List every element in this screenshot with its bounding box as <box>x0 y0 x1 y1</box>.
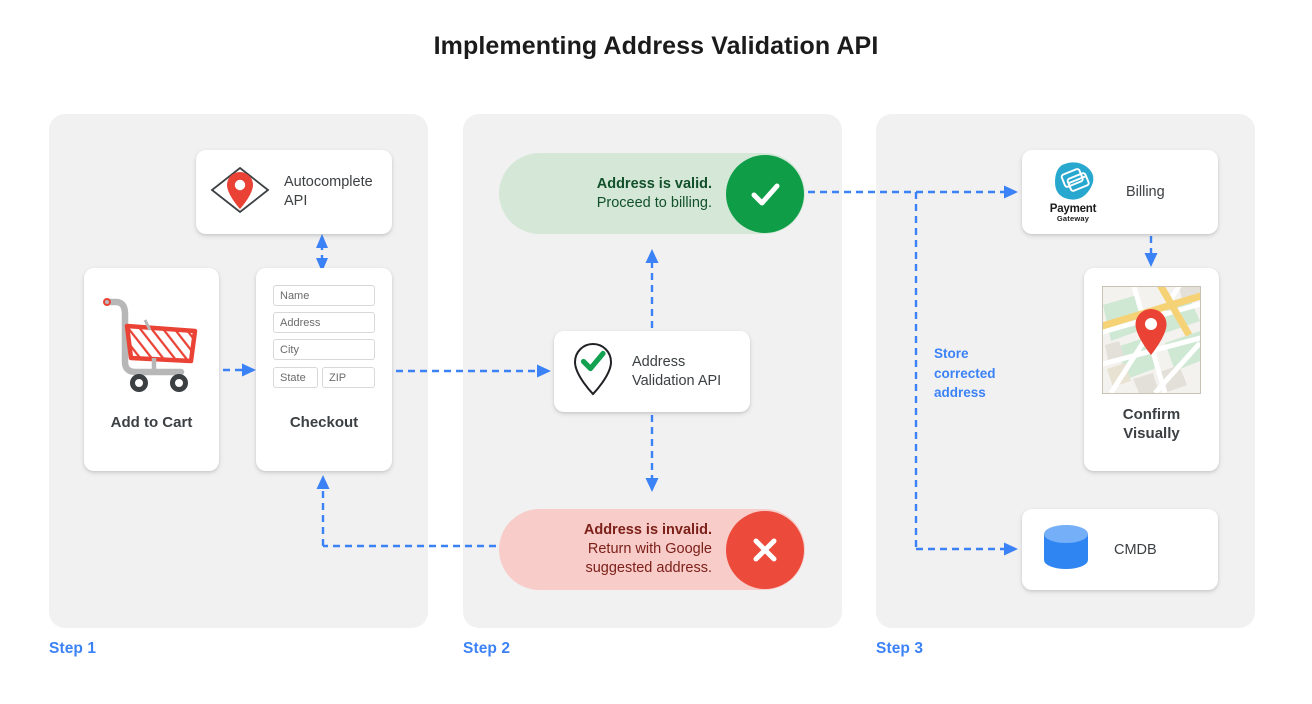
address-validation-api-label: Address Validation API <box>632 353 722 389</box>
address-valid-text: Address is valid. Proceed to billing. <box>596 175 712 211</box>
step-3-label: Step 3 <box>876 640 924 657</box>
autocomplete-api-label: Autocomplete API <box>284 174 373 209</box>
address-invalid-pill: Address is invalid. Return with Google s… <box>499 509 805 590</box>
close-x-icon <box>726 510 804 589</box>
shopping-cart-icon <box>97 290 207 403</box>
cmdb-card[interactable]: CMDB <box>1022 509 1218 590</box>
billing-label: Billing <box>1126 184 1165 200</box>
database-cylinder-icon <box>1040 522 1092 577</box>
confirm-visually-label: Confirm Visually <box>1122 406 1181 442</box>
billing-card[interactable]: Payment Gateway Billing <box>1022 150 1218 234</box>
autocomplete-api-card[interactable]: Autocomplete API <box>196 150 392 234</box>
add-to-cart-label: Add to Cart <box>110 414 193 431</box>
payment-gateway-name: Payment <box>1049 203 1097 215</box>
zip-field[interactable]: ZIP <box>322 367 375 388</box>
payment-gateway-sub: Gateway <box>1056 214 1090 223</box>
map-pin-on-map-icon <box>206 160 274 225</box>
page-title: Implementing Address Validation API <box>433 32 879 60</box>
checkout-label: Checkout <box>289 414 359 431</box>
payment-gateway-icon: Payment Gateway <box>1036 161 1110 223</box>
map-thumbnail-icon <box>1102 286 1201 394</box>
state-field[interactable]: State <box>273 367 318 388</box>
address-field[interactable]: Address <box>273 312 375 333</box>
confirm-visually-card[interactable]: Confirm Visually <box>1084 268 1219 471</box>
cmdb-label: CMDB <box>1114 541 1157 558</box>
address-invalid-text: Address is invalid. Return with Google s… <box>583 522 712 576</box>
step-1-label: Step 1 <box>49 640 97 657</box>
city-field[interactable]: City <box>273 339 375 360</box>
name-field[interactable]: Name <box>273 285 375 306</box>
add-to-cart-card[interactable]: Add to Cart <box>84 268 219 471</box>
pin-with-check-icon <box>568 340 618 403</box>
step-2-label: Step 2 <box>463 640 511 657</box>
checkout-card[interactable]: Name Address City State ZIP Checkout <box>256 268 392 471</box>
address-valid-pill: Address is valid. Proceed to billing. <box>499 153 805 234</box>
store-corrected-address-note: Store corrected address <box>934 346 996 400</box>
check-icon <box>726 154 804 233</box>
address-validation-api-card[interactable]: Address Validation API <box>554 331 750 412</box>
